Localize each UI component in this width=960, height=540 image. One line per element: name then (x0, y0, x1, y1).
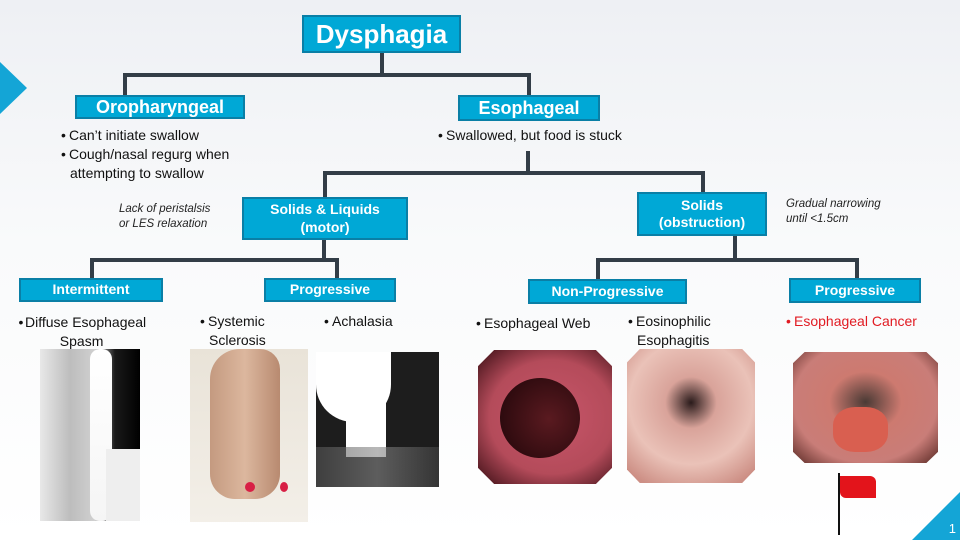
bullet-item-continuation: attempting to swallow (70, 165, 204, 181)
endoscopy-esophageal-web-image (478, 350, 612, 484)
bullet-item: •Can’t initiate swallow (61, 127, 199, 143)
node-sublabel: (obstruction) (658, 214, 746, 230)
node-solids-liquids-motor: Solids & Liquids (motor) (242, 197, 408, 240)
item-esophageal-cancer: •Esophageal Cancer (786, 313, 917, 329)
endoscopy-eosinophilic-esophagitis-image (627, 349, 755, 483)
item-diffuse-esophageal-spasm: •Diffuse Esophageal Spasm (18, 314, 147, 349)
node-label: Progressive (814, 281, 896, 298)
page-number: 1 (948, 521, 956, 536)
oropharyngeal-bullets: •Can’t initiate swallow •Cough/nasal reg… (61, 126, 229, 183)
node-label: Esophageal (478, 97, 580, 118)
node-label: Non-Progressive (551, 282, 664, 299)
item-esophageal-web: •Esophageal Web (476, 315, 591, 331)
node-sublabel: (motor) (300, 218, 350, 235)
xray-achalasia-image (316, 352, 439, 487)
node-obstruction-progressive: Progressive (789, 278, 921, 303)
item-eosinophilic-esophagitis: •Eosinophilic Esophagitis (628, 313, 711, 348)
node-label: Solids (680, 196, 723, 213)
red-flag-icon (838, 473, 878, 535)
item-achalasia: •Achalasia (324, 313, 393, 329)
node-label: Solids & Liquids (270, 201, 380, 217)
endoscopy-esophageal-cancer-image (793, 352, 938, 463)
node-label: Intermittent (52, 281, 130, 298)
node-label: Progressive (289, 281, 371, 298)
decorative-arrow-left (0, 62, 27, 114)
node-oropharyngeal: Oropharyngeal (75, 95, 245, 119)
systemic-sclerosis-hand-photo (190, 349, 308, 522)
node-solids-obstruction: Solids (obstruction) (637, 192, 767, 236)
root-label: Dysphagia (315, 18, 448, 49)
item-systemic-sclerosis: •Systemic Sclerosis (200, 313, 266, 348)
node-non-progressive: Non-Progressive (528, 279, 687, 304)
esophageal-bullets: •Swallowed, but food is stuck (438, 126, 622, 145)
bullet-item: •Cough/nasal regurg when (61, 146, 230, 162)
xray-esophageal-spasm-image (40, 349, 140, 521)
decorative-corner (912, 492, 960, 540)
bullet-item: •Swallowed, but food is stuck (438, 127, 622, 143)
node-esophageal: Esophageal (458, 95, 600, 121)
root-node-dysphagia: Dysphagia (302, 15, 461, 53)
node-motor-progressive: Progressive (264, 278, 396, 302)
node-intermittent: Intermittent (19, 278, 163, 302)
node-label: Oropharyngeal (95, 96, 225, 117)
